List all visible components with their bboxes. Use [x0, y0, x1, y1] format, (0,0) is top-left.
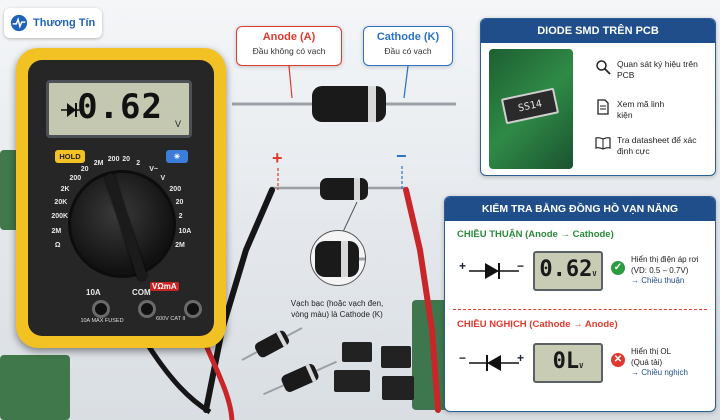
- dial-label: 20: [122, 156, 130, 164]
- diode-symbol-icon: [61, 103, 83, 117]
- probe-minus-sign: −: [396, 146, 407, 166]
- smd-chip: SS14: [500, 87, 560, 125]
- reverse-result-line1: Hiển thị OL: [631, 347, 672, 356]
- smd-panel-title: DIODE SMD TRÊN PCB: [481, 19, 715, 43]
- range-selector-dial[interactable]: [68, 170, 176, 282]
- smd-step: Xem mã linh kiện: [595, 99, 677, 121]
- forward-result-line2: (VD: 0.5 – 0.7V): [631, 265, 689, 275]
- forward-plus: +: [459, 259, 467, 273]
- cathode-callout: Cathode (K) Đầu có vạch: [363, 26, 453, 66]
- book-icon: [595, 137, 611, 150]
- cross-icon: ✕: [611, 353, 625, 367]
- dial-pointer: [103, 172, 149, 282]
- dial-label: 200: [169, 186, 182, 194]
- anode-title: Anode (A): [262, 31, 316, 43]
- forward-result-line3: → Chiều thuận: [631, 276, 685, 285]
- multimeter-reading: 0.62: [77, 87, 163, 127]
- dial-label: V: [160, 174, 166, 182]
- pulse-icon: [10, 14, 28, 32]
- forward-reading: 0.62: [539, 257, 593, 282]
- cat-rating: 600V CAT II: [156, 316, 186, 322]
- forward-minus: −: [517, 259, 525, 273]
- brand-logo: Thương Tín: [4, 8, 102, 38]
- dial-label: Ω: [54, 241, 61, 249]
- dial-label: 20: [175, 199, 184, 207]
- jack-10a[interactable]: [92, 300, 110, 318]
- smd-step-text: Xem mã linh kiện: [617, 99, 665, 120]
- cathode-band-zoom: [310, 230, 366, 286]
- reverse-result-line2: (Quá tải): [631, 357, 663, 367]
- dial-label: 2K: [60, 186, 70, 194]
- smd-step-text: Quan sát ký hiệu trên PCB: [617, 59, 698, 80]
- dial-label: 20K: [54, 199, 68, 207]
- dial-label: 200: [107, 156, 120, 164]
- pcb-photo: SS14: [489, 49, 573, 169]
- dial-label: 200K: [51, 213, 69, 221]
- section-divider: [453, 309, 707, 310]
- reverse-diode-symbol-icon: [469, 355, 519, 371]
- dial-label: 2: [178, 213, 183, 221]
- magnifier-icon: [596, 60, 611, 75]
- smd-chip-marking: SS14: [517, 98, 543, 114]
- dial-label: 10A: [178, 227, 192, 235]
- smd-step-text: Tra datasheet để xác định cực: [617, 135, 697, 156]
- forward-result-line1: Hiển thị điện áp rơi: [631, 255, 699, 264]
- reverse-result-line3: → Chiều nghịch: [631, 368, 688, 377]
- jack-com-label: COM: [132, 288, 151, 297]
- reverse-meter-display: 0LV: [533, 343, 603, 383]
- forward-meter-display: 0.62V: [533, 251, 603, 291]
- multimeter-unit: V: [174, 119, 181, 129]
- reverse-plus: +: [517, 351, 525, 365]
- reverse-result: Hiển thị OL (Quá tải) → Chiều nghịch: [631, 347, 715, 379]
- hold-button[interactable]: HOLD: [55, 150, 85, 163]
- dial-label: 2M: [51, 227, 62, 235]
- dial-label: V~: [149, 165, 158, 173]
- brand-name: Thương Tín: [33, 17, 96, 29]
- cathode-subtitle: Đầu có vạch: [384, 46, 432, 56]
- reverse-title: CHIỀU NGHỊCH (Cathode → Anode): [457, 319, 618, 330]
- forward-diode-symbol-icon: [469, 263, 519, 279]
- multimeter-display: 0.62 V: [46, 80, 192, 138]
- reverse-reading: 0L: [552, 349, 580, 374]
- forward-title: CHIỀU THUẬN (Anode → Cathode): [457, 229, 614, 240]
- cathode-title: Cathode (K): [376, 31, 440, 43]
- reverse-minus: −: [459, 351, 467, 365]
- pcb-fragment: [0, 355, 70, 420]
- sun-icon: ✳: [173, 152, 181, 161]
- function-button[interactable]: ✳: [166, 150, 188, 163]
- smd-step: Tra datasheet để xác định cực: [595, 135, 707, 157]
- check-icon: ✓: [611, 261, 625, 275]
- anode-subtitle: Đầu không có vạch: [252, 46, 326, 56]
- forward-unit: V: [592, 270, 597, 278]
- dial-label: 20: [80, 165, 89, 173]
- anode-callout: Anode (A) Đầu không có vạch: [236, 26, 342, 66]
- zoom-caption: Vạch bạc (hoặc vạch đen, vòng màu) là Ca…: [290, 299, 384, 319]
- dial-label: 2M: [93, 159, 104, 167]
- jack-vohm-label: VΩmA: [150, 282, 179, 291]
- forward-result: Hiển thị điện áp rơi (VD: 0.5 – 0.7V) → …: [631, 255, 715, 287]
- reverse-unit: V: [579, 362, 584, 370]
- smd-step: Quan sát ký hiệu trên PCB: [595, 59, 715, 81]
- jack-vohm[interactable]: [184, 300, 202, 318]
- document-icon: [597, 99, 609, 115]
- multimeter-test-panel: KIỂM TRA BẰNG ĐỒNG HỒ VẠN NĂNG CHIỀU THU…: [444, 196, 716, 412]
- dial-label: 2: [136, 159, 141, 167]
- dial-label: 200: [69, 174, 82, 182]
- pcb-fragment: [412, 300, 448, 410]
- fuse-warning: 10A MAX FUSED: [80, 318, 124, 324]
- smd-diode-panel: DIODE SMD TRÊN PCB SS14 Quan sát ký hiệu…: [480, 18, 716, 176]
- meter-panel-title: KIỂM TRA BẰNG ĐỒNG HỒ VẠN NĂNG: [445, 197, 715, 221]
- dial-label: 2M: [175, 241, 185, 249]
- jack-com[interactable]: [138, 300, 156, 318]
- diode-zoom-icon: [315, 241, 365, 277]
- jack-10a-label: 10A: [86, 288, 101, 297]
- probe-plus-sign: +: [272, 148, 283, 168]
